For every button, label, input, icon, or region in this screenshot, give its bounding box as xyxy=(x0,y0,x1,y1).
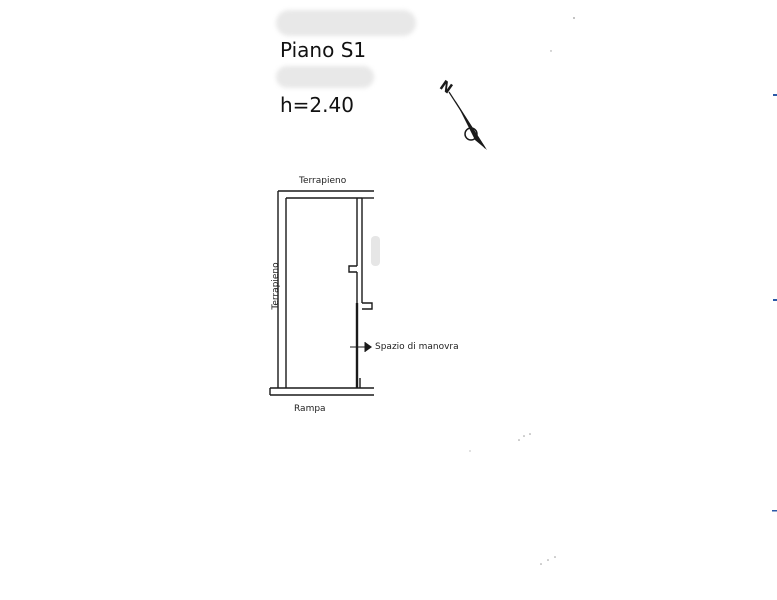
ceiling-height-label: h=2.40 xyxy=(280,93,354,117)
pillar-notch-1 xyxy=(348,265,357,273)
north-letter: N xyxy=(436,78,455,98)
north-arrow-icon: N xyxy=(436,78,487,150)
room-walls xyxy=(269,190,374,396)
scan-specks xyxy=(469,17,575,565)
top-wall-label: Terrapieno xyxy=(299,176,347,186)
redacted-text-band-middle xyxy=(276,66,374,88)
maneuver-space-label: Spazio di manovra xyxy=(375,342,459,352)
left-wall-label: Terrapieno xyxy=(271,262,281,310)
pillar-notch-2 xyxy=(362,302,373,310)
floor-title: Piano S1 xyxy=(280,38,367,62)
maneuver-space-marker xyxy=(350,342,372,352)
right-edge-marks xyxy=(772,94,777,512)
ramp-label: Rampa xyxy=(294,404,326,414)
redacted-text-band-top xyxy=(276,10,416,36)
faint-smudge xyxy=(371,236,380,266)
